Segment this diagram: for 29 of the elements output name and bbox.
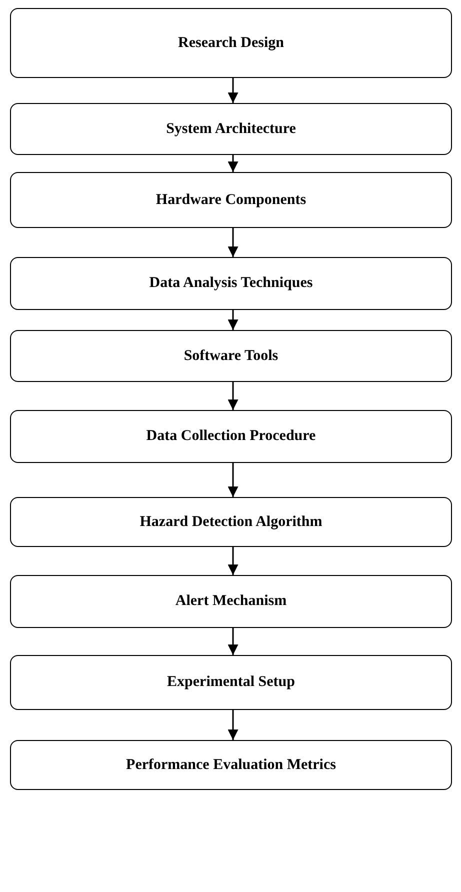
- process-box: [10, 655, 452, 710]
- arrow: [228, 228, 238, 257]
- step-label: Hardware Components: [156, 192, 306, 208]
- process-box: [10, 330, 452, 382]
- step-label: Experimental Setup: [167, 674, 295, 691]
- arrow: [228, 547, 238, 575]
- arrow: [228, 382, 238, 410]
- arrow: [228, 628, 238, 655]
- process-box: [10, 497, 452, 547]
- step-label: Research Design: [178, 34, 284, 52]
- process-box: [10, 575, 452, 628]
- arrow: [228, 310, 238, 330]
- step-label: Data Analysis Techniques: [149, 275, 313, 292]
- step-label: Hazard Detection Algorithm: [140, 514, 322, 530]
- process-box: [10, 740, 452, 790]
- process-box: [10, 410, 452, 463]
- process-box: [10, 103, 452, 155]
- step-label: Alert Mechanism: [175, 593, 287, 610]
- step-label: System Architecture: [166, 120, 296, 138]
- process-box: [10, 8, 452, 78]
- arrow: [228, 463, 238, 497]
- arrow: [228, 710, 238, 740]
- step-label: Software Tools: [184, 348, 278, 364]
- process-box: [10, 172, 452, 228]
- arrow: [228, 155, 238, 172]
- arrow: [228, 78, 238, 103]
- process-box: [10, 257, 452, 310]
- step-label: Data Collection Procedure: [146, 428, 316, 445]
- step-label: Performance Evaluation Metrics: [126, 756, 336, 774]
